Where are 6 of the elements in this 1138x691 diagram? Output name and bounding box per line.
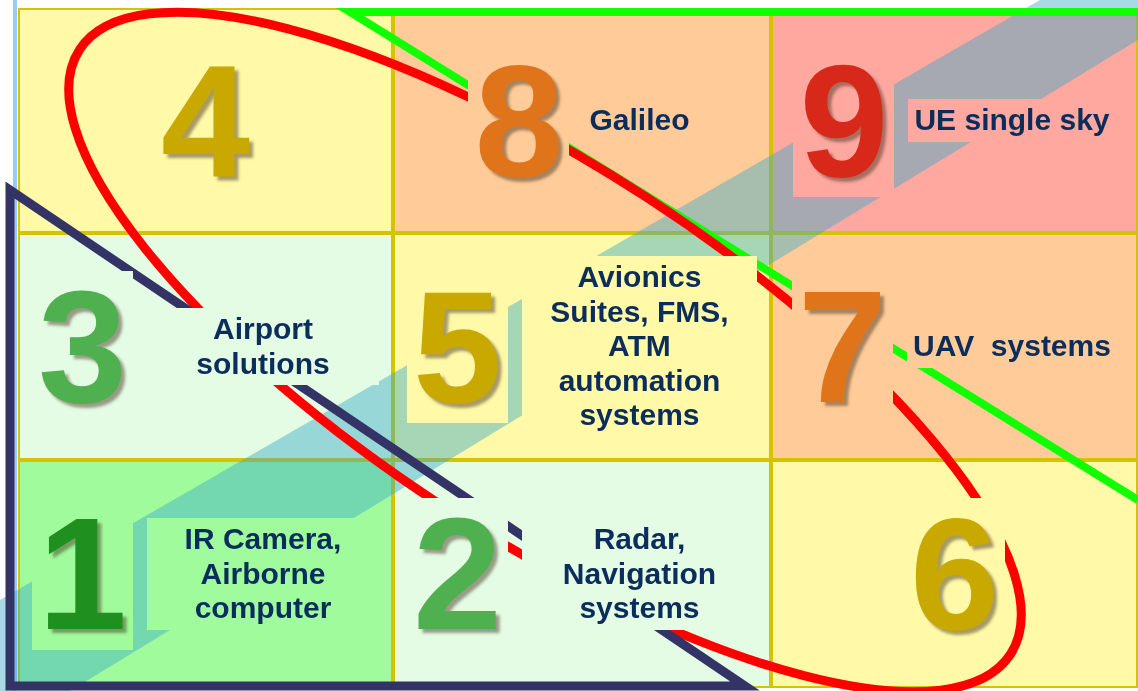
matrix-cell xyxy=(771,233,1138,460)
matrix-cell xyxy=(393,233,771,460)
matrix-cell xyxy=(771,460,1138,688)
matrix-cell xyxy=(18,233,393,460)
matrix-cell xyxy=(18,8,393,233)
matrix-cell xyxy=(393,460,771,688)
